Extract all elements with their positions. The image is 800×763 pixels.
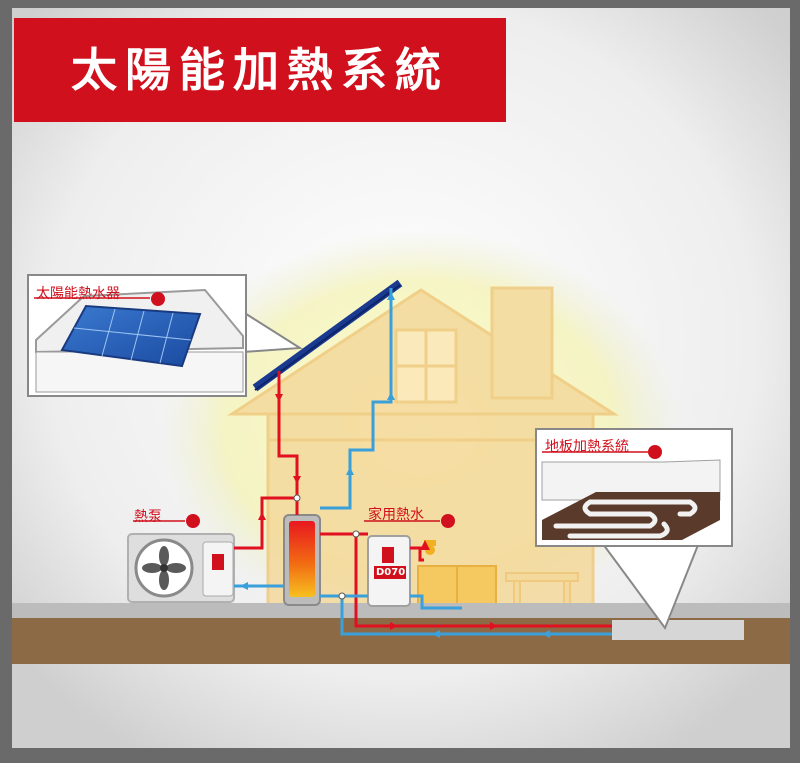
hot-arrow-4: [390, 622, 398, 630]
hot-arrow-5: [490, 622, 498, 630]
floor-heating-callout: [535, 428, 733, 631]
floor-label-dot: [648, 445, 662, 459]
solar-panel-strip: [252, 279, 403, 392]
solar-hot-pipe: [277, 371, 299, 515]
exchanger-to-faucet-pipe: [410, 546, 424, 562]
cold-pipes: [234, 288, 612, 636]
table-leg-right: [563, 580, 571, 607]
floor-heating-return-pipe: [340, 596, 612, 636]
tank-heat-fill: [289, 521, 315, 597]
heat-pump-label-dot: [186, 514, 200, 528]
solar-callout-panel: [60, 304, 202, 368]
heating-coil-path-1: [553, 499, 698, 529]
page-title: 太陽能加熱系統: [71, 43, 449, 97]
cold-arrow-4: [432, 630, 440, 638]
solar-return-pipe: [320, 288, 393, 510]
heat-pump-label: 熱泵: [134, 509, 162, 525]
sofa: [417, 565, 497, 607]
storage-tank: [283, 514, 321, 606]
heating-coil-path-2: [567, 521, 670, 539]
solar-label-dot: [151, 292, 165, 306]
hot-arrow-2: [293, 476, 301, 484]
solar-panel-grid: [73, 308, 192, 364]
hot-water-label-dot: [441, 514, 455, 528]
plate-heat-exchanger: [364, 514, 455, 607]
exchanger-model-plate: [374, 566, 406, 579]
panel-grid-h: [73, 327, 192, 341]
floor-heating-supply-pipe: [354, 534, 612, 628]
title-banner: [14, 18, 506, 122]
hot-arrow-3: [258, 512, 266, 520]
cold-flow-arrows: [240, 292, 550, 638]
solar-callout: [27, 274, 304, 397]
heat-pump-unit: [127, 514, 235, 603]
ground-surface: [12, 603, 790, 618]
table-leg-left: [513, 580, 521, 607]
faucet-arrow: [420, 540, 430, 550]
floor-heating-coil: [553, 499, 698, 539]
fan-blade-3: [142, 563, 162, 573]
exchanger-brand-badge: [382, 547, 394, 563]
cold-arrow-6: [240, 582, 248, 590]
valve-tank-top: [293, 494, 301, 502]
fan-icon: [142, 546, 186, 590]
panel-grid-v2: [130, 310, 145, 361]
floor-heating-label: 地板加熱系統: [545, 439, 629, 455]
side-table: [505, 572, 579, 607]
cold-arrow-5: [542, 630, 550, 638]
fan-blade-2: [159, 570, 169, 590]
hot-arrow-1: [275, 394, 283, 402]
panel-grid-v1: [101, 308, 116, 357]
valves: [293, 494, 360, 600]
valve-cold-branch: [338, 592, 346, 600]
exchanger-model-label: D070: [376, 567, 406, 578]
floor-callout-wall: [541, 459, 721, 501]
house-chimney: [490, 286, 554, 400]
hot-flow-arrows: [258, 394, 498, 630]
cold-arrow-1: [387, 392, 395, 400]
heat-pump-brand-badge: [212, 554, 224, 570]
faucet-spout: [424, 540, 436, 546]
valve-hot-branch: [352, 530, 360, 538]
exchanger-cold-inlet-pipe: [410, 594, 462, 610]
hot-pipes: [234, 371, 612, 628]
fan-blade-1: [159, 546, 169, 566]
solar-heater-label: 太陽能熱水器: [36, 286, 120, 302]
table-top: [505, 572, 579, 582]
domestic-hot-water-label: 家用熱水: [368, 507, 424, 523]
fan-blade-4: [166, 563, 186, 573]
floor-heating-slab: [612, 620, 744, 640]
panel-grid-v3: [159, 312, 174, 364]
heat-pump-hot-pipe: [234, 496, 297, 550]
cold-arrow-2: [387, 292, 395, 300]
fan-hub: [160, 564, 168, 572]
cold-arrow-3: [346, 467, 354, 475]
